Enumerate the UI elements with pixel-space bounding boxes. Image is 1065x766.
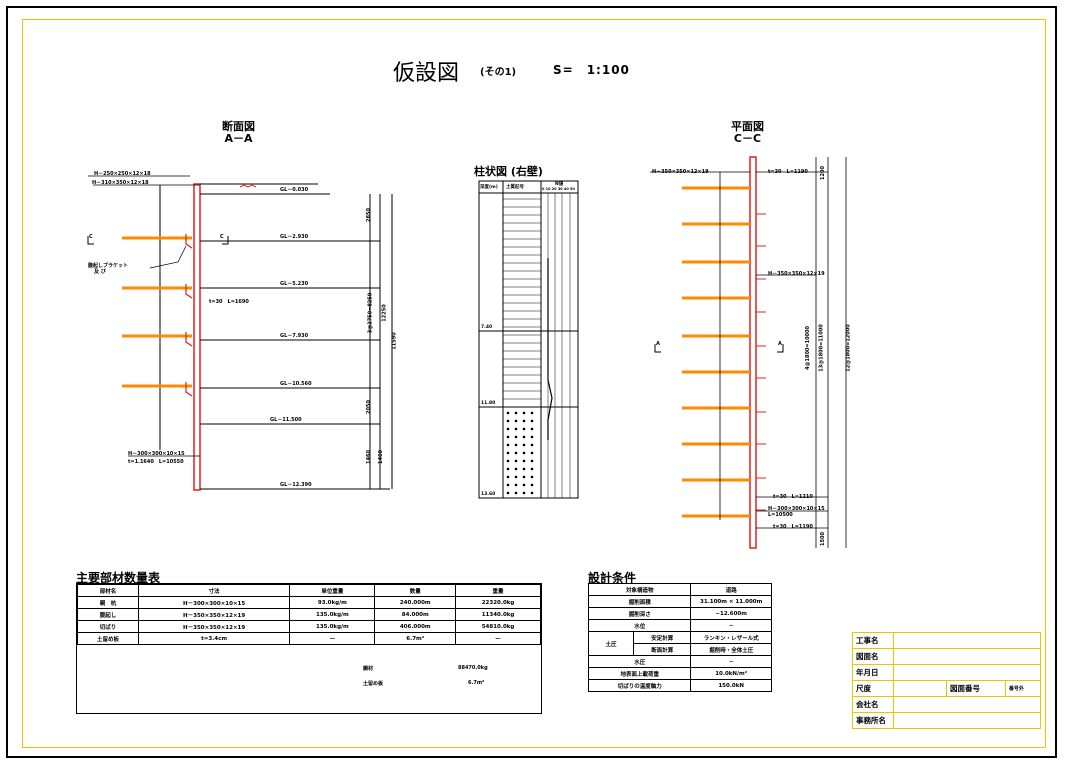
title-block-row: 尺度図面番号番号外 [852, 680, 1042, 697]
gl-level-6: GL－11.500 [270, 417, 302, 423]
table-row: 水圧− [587, 655, 772, 668]
gl-level-7: GL－12.390 [280, 482, 312, 488]
column-depth-1: 7.40 [481, 325, 493, 330]
section-soldier-pile [193, 183, 201, 491]
plan-strut-top: t=30 L=1190 [768, 169, 808, 175]
gl-level-1: GL－0.030 [280, 187, 309, 193]
dim-4: 1460 [365, 450, 372, 464]
dim-2: 3@2750=8250 [367, 292, 374, 334]
table-row: 水位− [587, 619, 772, 632]
drawing-border [6, 6, 1057, 758]
section-mark-c-right: C [220, 234, 224, 240]
dim-7: 11590 [391, 332, 398, 350]
plan-mark-a-left: A [656, 341, 660, 347]
title-block-row: 年月日 [852, 664, 1041, 681]
conditions-title: 設計条件 [588, 571, 637, 585]
plan-dim-1: 4@1800=10000 [804, 326, 811, 370]
total-steel-label: 鋼材 [363, 666, 374, 672]
total-plate-label: 土留め板 [363, 681, 384, 687]
total-plate-value: 6.7m² [468, 680, 485, 686]
drawing-inner-border [22, 19, 1046, 748]
plan-beam-bot: H－300×300×10×15 [768, 506, 825, 512]
column-depth-header: 深度(m) [480, 185, 498, 190]
materials-title: 主要部材数量表 [76, 571, 161, 585]
column-soil-header: 土質記号 [506, 185, 524, 190]
total-steel-value: 88470.0kg [458, 665, 488, 671]
title-block: 工事名 図面名 年月日 尺度図面番号番号外 会社名 事務所名 [852, 632, 1042, 729]
table-row: 断面計算掘削時・全体土圧 [589, 643, 772, 656]
table-row: 土圧安定計算ランキン・レザール式 [588, 631, 772, 656]
dim-5: 12250 [381, 304, 388, 322]
column-view-title: 柱状図 (右壁) [474, 165, 543, 178]
column-n-header: N値 [555, 182, 564, 187]
section-beam-top: H－310×350×12×18 [92, 180, 149, 186]
section-beam-top2: H－250×250×12×18 [94, 171, 151, 177]
drawing-scale: S= 1:100 [553, 63, 630, 77]
plan-beam-mid: H－350×350×12×19 [768, 271, 825, 277]
title-block-row: 会社名 [852, 696, 1041, 713]
column-depth-2: 11.80 [481, 401, 496, 406]
section-mark-c-left: C [89, 234, 93, 240]
plan-view-title: 平面図 C－C [731, 120, 764, 145]
title-block-row: 工事名 [852, 632, 1041, 649]
plan-strut-b3: t=30 L=1190 [773, 524, 813, 530]
plan-strut-b2: L=10500 [768, 512, 793, 518]
plan-dim-2: 13@1800=11000 [818, 324, 825, 372]
plan-strut-b1: t=30 L=1210 [773, 494, 813, 500]
gl-level-3: GL－5.230 [280, 281, 309, 287]
title-block-row: 事務所名 [852, 712, 1041, 729]
dim-3: 2050 [365, 400, 372, 414]
dim-1: 2850 [365, 208, 372, 222]
plan-dim-4: 1200 [819, 166, 826, 180]
bracket-note-2: 及 び [94, 269, 106, 275]
section-view-title: 断面図 A－A [222, 120, 255, 145]
table-row: 掘削深さ−12.600m [587, 607, 772, 620]
column-n-scale: 0 10 20 30 40 50 [542, 187, 575, 191]
gl-level-5: GL－10.560 [280, 381, 312, 387]
plan-mark-a-right: A [778, 341, 782, 347]
dim-6: 1460 [377, 450, 384, 464]
bracket-note-1: 腹起しブラケット [88, 263, 129, 269]
gl-level-2: GL－2.930 [280, 234, 309, 240]
section-view [87, 175, 393, 491]
section-pile-note-1: H－300×300×10×15 [128, 451, 185, 457]
plan-beam-top: H－350×350×12×19 [652, 169, 709, 175]
table-row: 対象構造物道路 [587, 583, 772, 596]
section-strut-note: t=30 L=1690 [209, 299, 249, 305]
plan-dim-5: 1500 [819, 532, 826, 546]
sheet-number: (その1) [480, 67, 517, 78]
column-view [478, 180, 579, 499]
gl-level-4: GL－7.930 [280, 333, 309, 339]
title-block-row: 図面名 [852, 648, 1041, 665]
plan-soldier-pile [749, 156, 757, 549]
drawing-title: 仮設図 [393, 61, 460, 86]
column-depth-3: 13.60 [481, 492, 496, 497]
plan-view [650, 156, 847, 549]
section-pile-note-2: t=1.1640 L=10550 [128, 459, 184, 465]
plan-dim-3: 12@1800=12000 [845, 324, 852, 372]
